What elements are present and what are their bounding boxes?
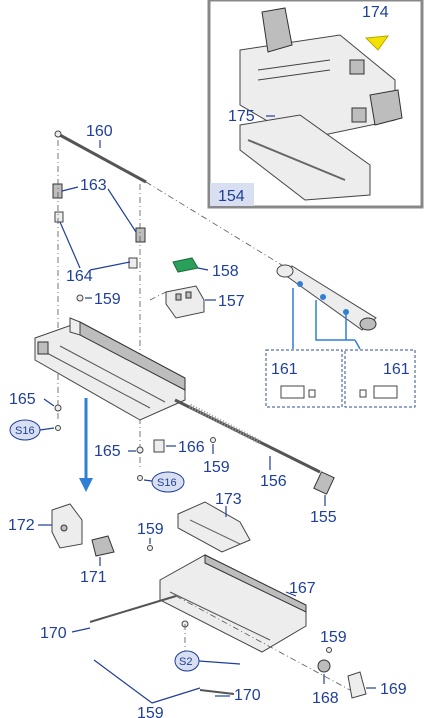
callout-172: 172 (8, 517, 35, 534)
spring-left (52, 183, 63, 199)
callout-165-b: 165 (94, 443, 121, 460)
callout-159-b: 159 (203, 459, 230, 476)
callout-160: 160 (86, 123, 113, 140)
print-head-assembly (239, 7, 403, 141)
callout-s16-b: S16 (157, 477, 177, 489)
lever-171 (91, 535, 115, 557)
callout-168: 168 (312, 690, 339, 707)
roller-assembly (276, 264, 377, 331)
callout-175: 175 (228, 108, 255, 125)
inset-panel: 174 175 154 (207, 0, 424, 209)
callout-159-e: 159 (137, 705, 164, 718)
callout-170-b: 170 (234, 687, 261, 704)
roller-detail-box-right (344, 349, 416, 408)
callout-163: 163 (80, 177, 107, 194)
callout-159-d: 159 (320, 629, 347, 646)
gear-155 (313, 471, 335, 495)
callout-s16-a: S16 (15, 425, 35, 437)
roller-detail-box-left (265, 349, 343, 408)
callout-156: 156 (260, 473, 287, 490)
callout-161-b: 161 (383, 361, 410, 378)
sensor-block-157 (165, 285, 205, 319)
callout-164: 164 (66, 268, 93, 285)
roller-leaders (292, 288, 361, 350)
assembly-direction-arrow (79, 398, 93, 492)
callout-165-a: 165 (9, 391, 36, 408)
bushing-left (54, 211, 64, 223)
callout-157: 157 (218, 293, 245, 310)
callout-171: 171 (80, 569, 107, 586)
callout-161-a: 161 (271, 361, 298, 378)
main-frame-chassis (34, 317, 186, 421)
plate-173 (177, 501, 251, 553)
yellow-wedge-part (364, 35, 390, 51)
callout-159-c: 159 (137, 521, 164, 538)
callout-167: 167 (289, 580, 316, 597)
inset-index-label: 154 (218, 188, 245, 205)
s16-badge-b (151, 471, 185, 493)
bushing-166 (153, 439, 165, 453)
spring-right (135, 227, 146, 243)
pcb-158 (172, 257, 199, 273)
callout-173: 173 (215, 491, 242, 508)
callout-155: 155 (310, 509, 337, 526)
gear-168 (317, 659, 331, 673)
bushing-right (128, 257, 138, 269)
bracket-172 (51, 503, 83, 549)
shaft-160 (54, 130, 147, 184)
callout-170-a: 170 (40, 625, 67, 642)
callout-s2: S2 (179, 656, 192, 668)
bracket-169 (347, 671, 367, 699)
lower-frame-167 (159, 554, 307, 653)
callout-174: 174 (362, 4, 389, 21)
lead-screw-156 (174, 398, 321, 474)
platen-base-tray (239, 114, 371, 201)
callout-158: 158 (212, 263, 239, 280)
callout-169: 169 (380, 681, 407, 698)
callout-166: 166 (178, 439, 205, 456)
callout-159-a: 159 (94, 291, 121, 308)
